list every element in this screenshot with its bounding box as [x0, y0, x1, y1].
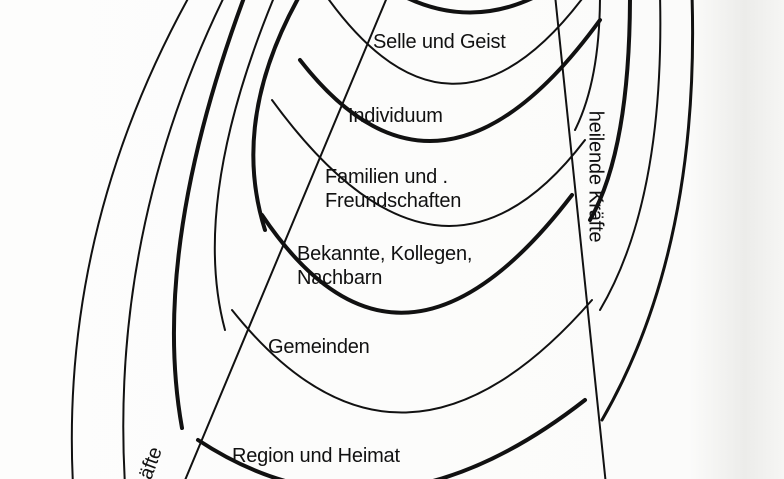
layer-label-gemeinden: Gemeinden: [268, 336, 370, 358]
left-diagonal-line: [184, 0, 387, 479]
arc-individuum: [298, 18, 602, 143]
outer-left-curve-3: [171, 0, 246, 430]
layer-label-seele: Selle und Geist: [373, 31, 506, 53]
arc-seele: [328, 0, 583, 85]
outer-left-curve-5: [251, 0, 300, 232]
arc-gemeinden: [231, 299, 593, 414]
arc-region: [196, 398, 587, 479]
layer-label-familien-1: Familien und .: [325, 166, 448, 188]
layer-label-region: Region und Heimat: [232, 445, 400, 467]
outer-right-curve-4: [574, 0, 601, 131]
outer-right-curve-1: [600, 0, 695, 422]
arc-core: [407, 0, 533, 15]
outer-left-curve-1: [70, 0, 189, 479]
layer-label-bekannte-2: Nachbarn: [297, 267, 383, 289]
layer-label-familien-2: Freundschaften: [325, 190, 462, 212]
outer-left-curve-4: [213, 0, 275, 331]
layer-label-individuum: Individuum: [348, 105, 443, 127]
arc-bekannte: [260, 193, 574, 315]
outer-right-curve-2: [599, 0, 662, 311]
outer-left-curve-2: [122, 0, 224, 479]
arc-familien: [271, 99, 586, 227]
right-diagonal-line: [554, 0, 607, 479]
layer-label-bekannte-1: Bekannte, Kollegen,: [297, 243, 473, 265]
right-axis-label: heilende Kräfte: [584, 110, 607, 243]
outer-right-curve-3: [588, 0, 632, 222]
